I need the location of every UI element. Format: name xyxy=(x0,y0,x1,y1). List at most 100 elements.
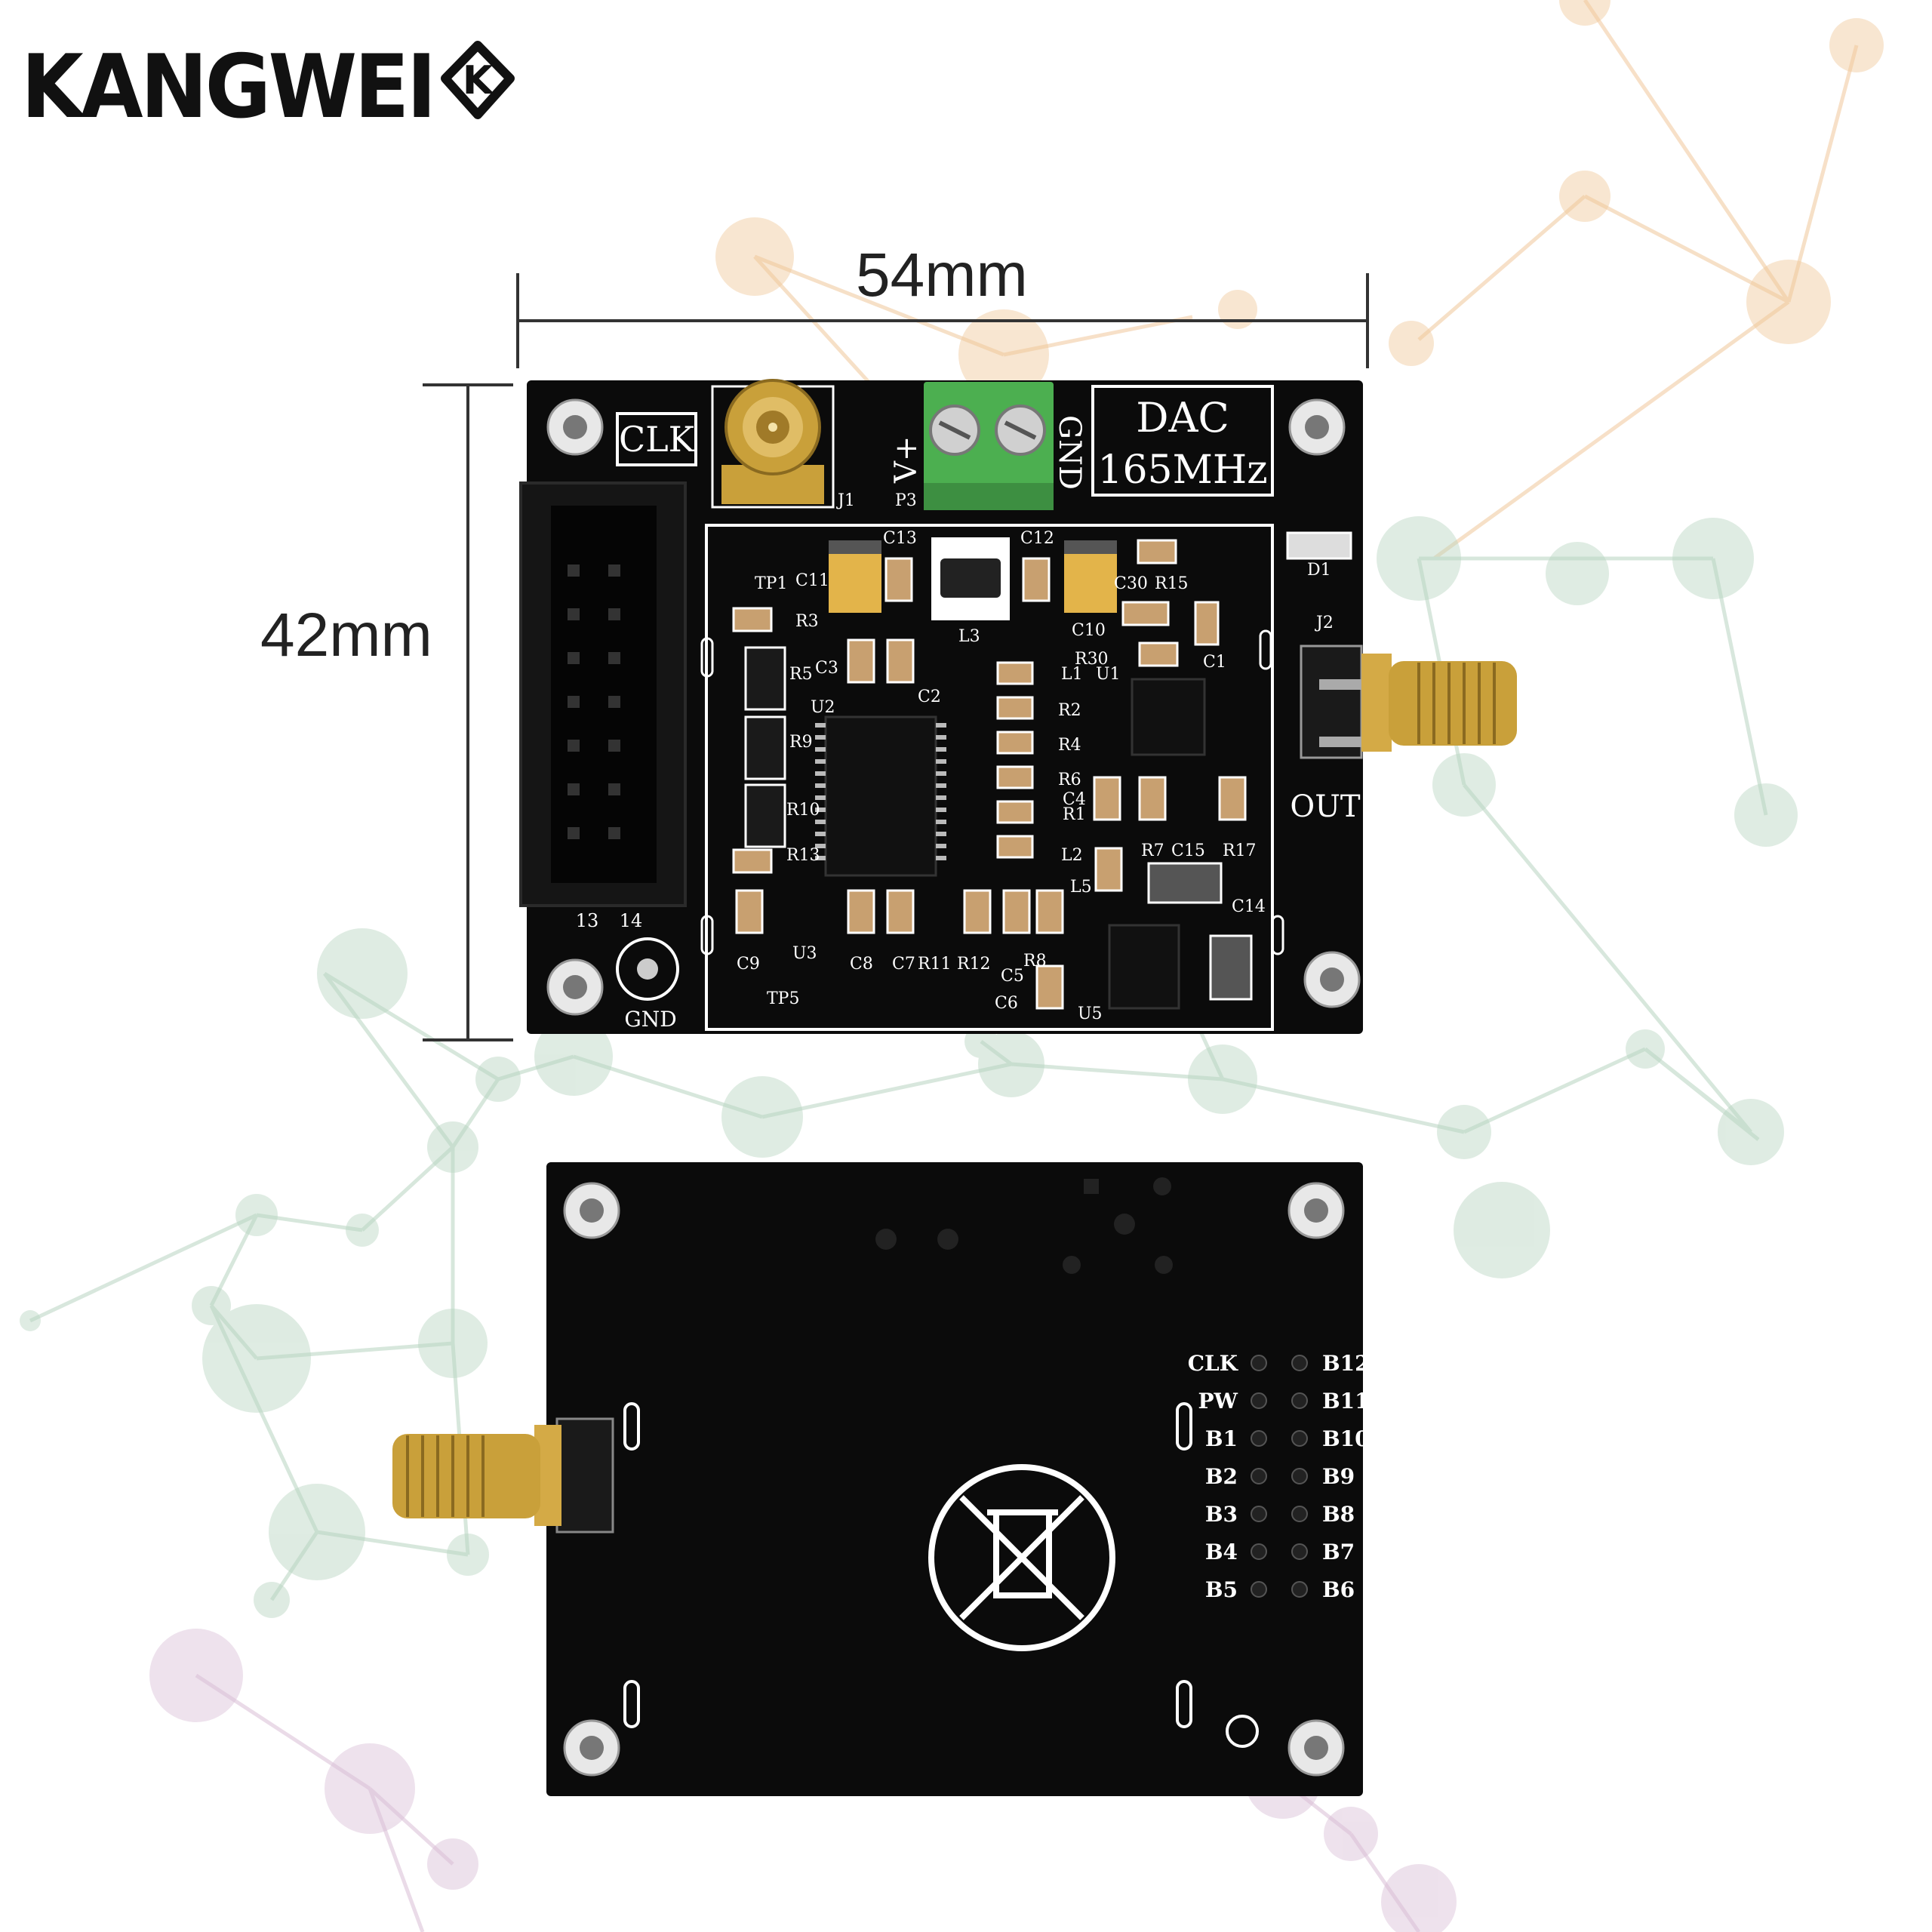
brand-mark-icon: K xyxy=(441,41,515,119)
ref-c4: C4 xyxy=(1063,790,1086,809)
ref-l2: L2 xyxy=(1061,846,1083,865)
pin-13-label: 13 xyxy=(576,910,599,931)
ref-l1: L1 xyxy=(1061,665,1083,684)
pin-label-b4: B4 xyxy=(1205,1540,1238,1564)
pin-label-b10: B10 xyxy=(1322,1426,1370,1451)
ref-r6: R6 xyxy=(1058,771,1081,789)
ref-c6: C6 xyxy=(995,994,1018,1013)
ref-c2: C2 xyxy=(918,688,941,706)
ref-r8: R8 xyxy=(1023,952,1047,971)
gnd-terminal-label: GND xyxy=(1052,415,1087,490)
dac-chip-u2 xyxy=(815,715,946,877)
pin-label-b2: B2 xyxy=(1205,1464,1238,1489)
regulator-u5 xyxy=(1108,924,1180,1010)
brand-logo: KANGWEI K xyxy=(21,23,515,138)
pin-label-b6: B6 xyxy=(1322,1577,1355,1602)
pin-label-b5: B5 xyxy=(1205,1577,1238,1602)
back-sma-connector xyxy=(392,1417,614,1534)
pin-14-label: 14 xyxy=(620,910,643,931)
clk-label-box xyxy=(616,412,697,466)
capacitor-c14 xyxy=(1209,934,1253,1001)
dac-title: DAC xyxy=(1136,394,1229,441)
ref-r9: R9 xyxy=(789,733,813,752)
ref-r7: R7 xyxy=(1141,841,1164,860)
v-plus-label: V+ xyxy=(889,436,924,484)
pin-label-b12: B12 xyxy=(1322,1351,1370,1376)
ref-r1: R1 xyxy=(1063,805,1086,824)
clk-sma-connector xyxy=(711,379,835,509)
gnd-test-pad xyxy=(616,937,679,1001)
silk-outline xyxy=(705,524,1274,1031)
out-label: OUT xyxy=(1290,789,1361,824)
back-pin-labels-right: B12 B11 B10 B9 B8 B7 B6 xyxy=(1322,1351,1370,1602)
pin-label-b1: B1 xyxy=(1205,1426,1238,1451)
brand-mark-letter: K xyxy=(463,58,494,103)
ref-r3: R3 xyxy=(795,612,819,631)
ref-c7: C7 xyxy=(892,955,915,974)
ref-c13: C13 xyxy=(883,529,917,548)
ref-d1: D1 xyxy=(1307,561,1331,580)
pin-label-b7: B7 xyxy=(1322,1540,1355,1564)
ref-r30: R30 xyxy=(1075,650,1109,669)
ref-c10: C10 xyxy=(1072,621,1106,640)
ref-c3: C3 xyxy=(815,659,838,678)
pin-label-clk: CLK xyxy=(1188,1351,1239,1376)
ref-tp5: TP5 xyxy=(767,989,799,1008)
brand-name: KANGWEI xyxy=(21,36,436,138)
reference-designators: J1 P3 J2 D1 TP1 TP5 L1 L2 L3 L5 U1 U2 U3… xyxy=(737,491,1334,1023)
ref-c1: C1 xyxy=(1203,653,1226,672)
clk-label: CLK xyxy=(619,419,696,460)
ref-c14: C14 xyxy=(1232,897,1266,916)
ref-u1: U1 xyxy=(1096,665,1121,684)
back-pcb xyxy=(546,1162,1363,1796)
ref-c15: C15 xyxy=(1171,841,1205,860)
ref-j1: J1 xyxy=(836,491,855,510)
pin-label-b11: B11 xyxy=(1322,1389,1370,1414)
opamp-u1 xyxy=(1131,678,1206,756)
gnd-pad-label: GND xyxy=(624,1007,676,1032)
back-header-pads xyxy=(1251,1355,1308,1598)
ref-c12: C12 xyxy=(1020,529,1054,548)
power-terminal-block xyxy=(924,382,1054,510)
ref-c11: C11 xyxy=(795,571,829,590)
dac-title-box xyxy=(1091,385,1274,497)
ref-r10: R10 xyxy=(786,801,820,820)
ref-u3: U3 xyxy=(792,944,817,963)
height-dimension-label: 42mm xyxy=(260,601,432,669)
pin-header-connector xyxy=(519,481,687,907)
ref-r13: R13 xyxy=(786,846,820,865)
ref-r17: R17 xyxy=(1223,841,1257,860)
ref-c8: C8 xyxy=(850,955,873,974)
weee-disposal-icon xyxy=(928,1464,1115,1651)
led-d1 xyxy=(1286,531,1352,560)
ref-c5: C5 xyxy=(1001,967,1024,986)
ref-u2: U2 xyxy=(811,698,835,717)
resistor-array xyxy=(744,646,786,848)
smd-passives xyxy=(732,539,1247,1010)
dac-frequency: 165MHz xyxy=(1097,448,1267,493)
ref-r15: R15 xyxy=(1155,574,1189,593)
ref-r4: R4 xyxy=(1058,736,1081,755)
capacitor-c15 xyxy=(1147,862,1223,904)
back-pin-labels-left: CLK PW B1 B2 B3 B4 B5 xyxy=(1188,1351,1239,1602)
ref-c30: C30 xyxy=(1114,574,1148,593)
pin-label-pw: PW xyxy=(1198,1389,1238,1414)
ref-p3: P3 xyxy=(895,491,917,510)
width-dimension-label: 54mm xyxy=(856,241,1028,309)
pin-label-b9: B9 xyxy=(1322,1464,1355,1489)
out-sma-connector xyxy=(1300,645,1517,759)
ref-u5: U5 xyxy=(1078,1004,1103,1023)
ref-l3: L3 xyxy=(958,627,980,646)
ref-r11: R11 xyxy=(918,955,952,974)
ref-l5: L5 xyxy=(1070,878,1092,897)
pin-label-b3: B3 xyxy=(1205,1502,1238,1527)
tantalum-capacitors xyxy=(829,540,1117,613)
pin-label-b8: B8 xyxy=(1322,1502,1355,1527)
ref-r2: R2 xyxy=(1058,701,1081,720)
ref-r12: R12 xyxy=(957,955,991,974)
ref-c9: C9 xyxy=(737,955,760,974)
ref-r5: R5 xyxy=(789,665,813,684)
